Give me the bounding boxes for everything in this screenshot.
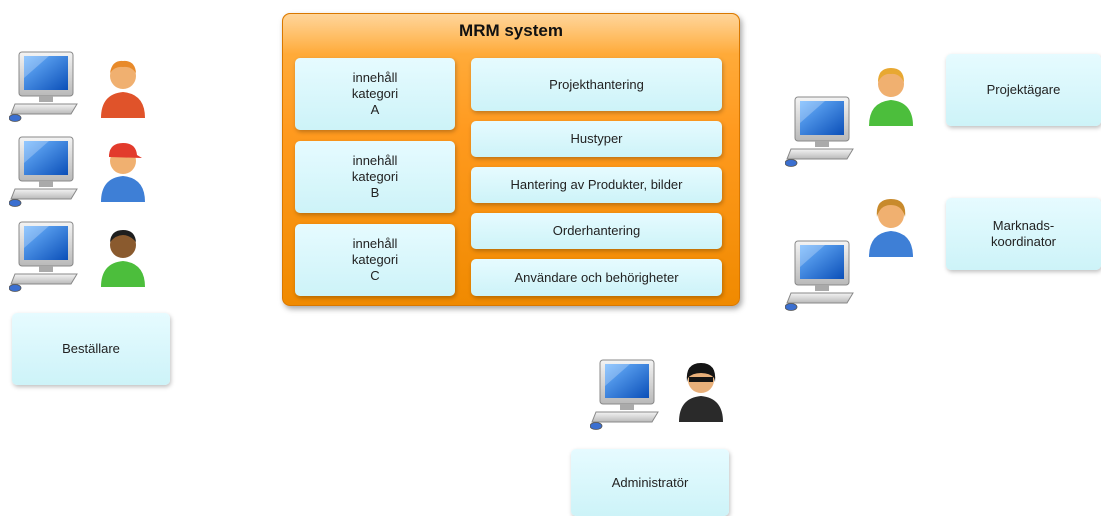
projektagare-box: Projektägare — [946, 54, 1101, 126]
category-b-box: innehåll kategori B — [295, 141, 455, 213]
module-anvandare: Användare och behörigheter — [471, 259, 722, 296]
administrator-box: Administratör — [571, 449, 729, 516]
person-icon — [101, 230, 145, 287]
computer-icon — [9, 218, 83, 292]
computer-icon — [9, 48, 83, 122]
bestallare-box: Beställare — [12, 313, 170, 385]
module-hustyper: Hustyper — [471, 121, 722, 157]
system-title: MRM system — [459, 21, 563, 40]
category-a-box: innehåll kategori A — [295, 58, 455, 130]
computer-icon — [785, 93, 859, 167]
person-icon — [869, 68, 913, 126]
person-icon — [101, 143, 145, 202]
module-produkter-bilder: Hantering av Produkter, bilder — [471, 167, 722, 203]
computer-icon — [590, 356, 664, 430]
person-icon — [679, 363, 723, 422]
computer-icon — [9, 133, 83, 207]
marknadskoordinator-box: Marknads- koordinator — [946, 198, 1101, 270]
module-orderhantering: Orderhantering — [471, 213, 722, 249]
category-c-box: innehåll kategori C — [295, 224, 455, 296]
computer-icon — [785, 237, 859, 311]
person-icon — [101, 60, 145, 118]
module-projekthantering: Projekthantering — [471, 58, 722, 111]
person-icon — [869, 199, 913, 257]
